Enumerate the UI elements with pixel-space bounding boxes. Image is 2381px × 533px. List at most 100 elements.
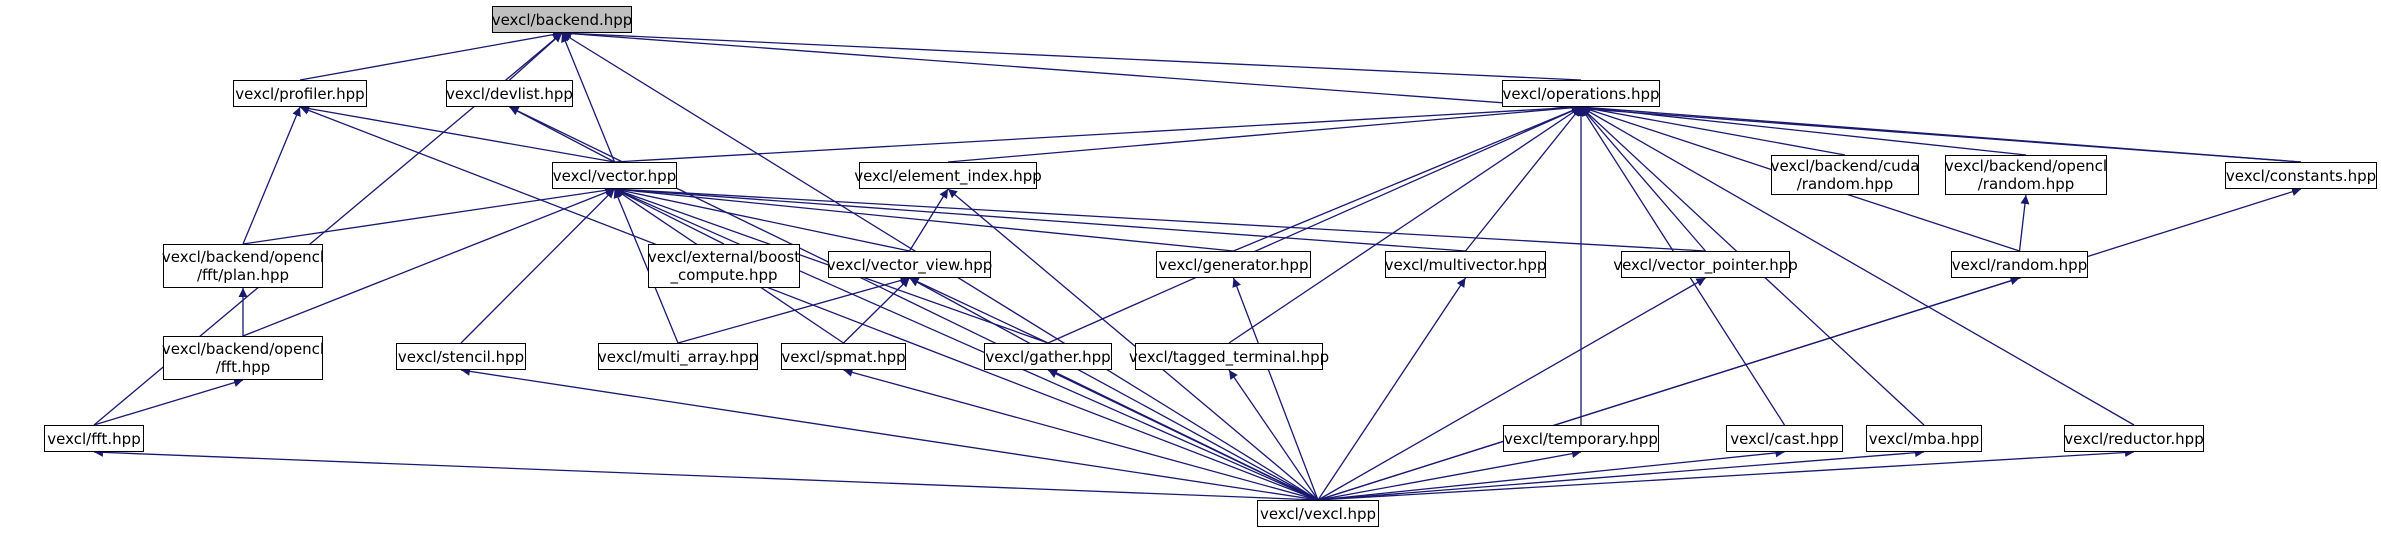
edge-multivector-to-operations [1464,106,1582,252]
edge-vexcl-to-profiler [299,106,1319,501]
edge-vector_pointer-to-vector [614,185,1706,252]
node-label: vexcl/generator.hpp [1158,255,1309,274]
node-backend-opencl-random-hpp[interactable]: vexcl/backend/opencl /random.hpp [1945,155,2107,195]
edge-stencil-to-vector [460,188,615,344]
node-label: vexcl/profiler.hpp [235,84,365,103]
node-temporary-hpp[interactable]: vexcl/temporary.hpp [1503,425,1659,452]
edge-fft-to-opencl_fft [93,378,244,426]
edge-fft_plan-to-profiler [242,106,301,245]
node-label: vexcl/operations.hpp [1502,84,1660,103]
edge-vexcl-to-temporary [1317,449,1582,501]
edge-tagged_terminal-to-operations [1228,106,1582,344]
node-backend-opencl-fft-hpp[interactable]: vexcl/backend/opencl /fft.hpp [161,336,325,380]
node-backend-hpp[interactable]: vexcl/backend.hpp [492,6,632,33]
node-stencil-hpp[interactable]: vexcl/stencil.hpp [396,343,526,370]
node-vector-pointer-hpp[interactable]: vexcl/vector_pointer.hpp [1613,251,1798,278]
edge-vector_pointer-to-operations [1580,106,1706,252]
edge-vexcl-to-constants [1317,187,2302,501]
node-devlist-hpp[interactable]: vexcl/devlist.hpp [446,80,573,107]
node-reductor-hpp[interactable]: vexcl/reductor.hpp [2064,425,2204,452]
node-label: vexcl/reductor.hpp [2064,429,2204,448]
node-backend-opencl-fft-plan-hpp[interactable]: vexcl/backend/opencl /fft/plan.hpp [161,244,325,288]
node-backend-cuda-random-hpp[interactable]: vexcl/backend/cuda /random.hpp [1771,155,1919,195]
node-multi-array-hpp[interactable]: vexcl/multi_array.hpp [598,343,758,370]
node-random-hpp[interactable]: vexcl/random.hpp [1951,251,2088,278]
node-vector-view-hpp[interactable]: vexcl/vector_view.hpp [826,251,993,278]
node-external-boost-compute-hpp[interactable]: vexcl/external/boost _compute.hpp [648,244,800,288]
node-label-line: vexcl/backend/opencl [161,340,325,358]
node-tagged-terminal-hpp[interactable]: vexcl/tagged_terminal.hpp [1129,343,1329,370]
edge-vexcl-to-vector_pointer [1317,277,1706,501]
node-generator-hpp[interactable]: vexcl/generator.hpp [1156,251,1311,278]
node-label: vexcl/stencil.hpp [397,347,525,366]
node-profiler-hpp[interactable]: vexcl/profiler.hpp [233,80,367,107]
edge-vexcl-to-tagged_terminal [1228,369,1319,501]
edge-operations-to-backend [561,28,1582,81]
edge-gather-to-vector_view [909,277,1049,344]
edge-multi_array-to-vector_view [677,276,910,344]
edge-vexcl-to-generator [1232,277,1319,501]
node-multivector-hpp[interactable]: vexcl/multivector.hpp [1385,251,1546,278]
edge-vexcl-to-element_index [947,188,1319,501]
edge-opencl_random-to-operations [1580,103,2027,156]
node-label: vexcl/cast.hpp [1730,429,1839,448]
node-label: vexcl/element_index.hpp [854,166,1042,185]
edge-constants-to-operations [1580,103,2302,163]
edge-gather-to-operations [1047,106,1582,344]
edge-vexcl-to-reductor [1317,448,2135,501]
edge-vexcl-to-fft [93,447,1319,501]
node-label: vexcl/vector_view.hpp [826,255,993,274]
node-vexcl-hpp[interactable]: vexcl/vexcl.hpp [1257,500,1379,527]
node-vector-hpp[interactable]: vexcl/vector.hpp [552,162,677,189]
edge-vexcl-to-multivector [1317,277,1467,501]
node-label-line: /random.hpp [1977,175,2075,193]
edge-vexcl-to-cast [1317,448,1785,501]
edge-vector-to-operations [614,103,1582,163]
edge-vexcl-to-gather [1047,369,1319,501]
edge-vexcl-to-mba [1317,448,1925,501]
edge-random-to-opencl_random [2018,194,2030,252]
node-label-line: vexcl/backend/cuda [1770,157,1920,175]
node-label-line: vexcl/backend/opencl [161,248,325,266]
node-label: vexcl/devlist.hpp [446,84,573,103]
node-constants-hpp[interactable]: vexcl/constants.hpp [2225,162,2377,189]
node-label: vexcl/fft.hpp [47,429,141,448]
edge-generator-to-vector [614,185,1234,252]
node-gather-hpp[interactable]: vexcl/gather.hpp [984,343,1112,370]
node-cast-hpp[interactable]: vexcl/cast.hpp [1726,425,1843,452]
edge-vexcl-to-stencil [460,366,1319,501]
node-label: vexcl/vector.hpp [552,166,677,185]
edge-multi_array-to-vector [613,188,679,344]
edge-vector-to-backend [561,32,616,163]
node-label: vexcl/vexcl.hpp [1259,504,1377,523]
edge-cuda_random-to-operations [1580,104,1846,156]
node-mba-hpp[interactable]: vexcl/mba.hpp [1866,425,1982,452]
node-label-line: vexcl/backend/opencl [1944,157,2108,175]
edge-boost_compute-to-vector [614,188,725,245]
node-label: vexcl/multi_array.hpp [597,347,759,366]
node-label: vexcl/vector_pointer.hpp [1613,255,1798,274]
node-spmat-hpp[interactable]: vexcl/spmat.hpp [781,343,906,370]
node-label-line: vexcl/external/boost [647,248,801,266]
edge-reductor-to-operations [1580,106,2135,426]
node-element-index-hpp[interactable]: vexcl/element_index.hpp [854,162,1042,189]
edge-vector-to-profiler [299,104,615,163]
edge-fft_plan-to-vector [242,185,615,245]
node-label: vexcl/tagged_terminal.hpp [1128,347,1330,366]
node-label: vexcl/temporary.hpp [1504,429,1658,448]
node-label-line: /fft.hpp [215,358,271,376]
node-label: vexcl/multivector.hpp [1384,255,1547,274]
node-fft-hpp[interactable]: vexcl/fft.hpp [44,425,144,452]
edge-vector_view-to-vector [614,186,910,252]
node-operations-hpp[interactable]: vexcl/operations.hpp [1502,80,1660,107]
node-label: vexcl/gather.hpp [985,347,1111,366]
edge-vector_view-to-element_index [908,188,949,252]
edge-profiler-to-backend [299,30,563,81]
node-label-line: /random.hpp [1796,175,1894,193]
edge-vexcl-to-vector_view [909,277,1319,501]
edge-generator-to-operations [1233,106,1582,252]
edge-vexcl-to-spmat [843,368,1319,501]
node-label: vexcl/random.hpp [1951,255,2088,274]
